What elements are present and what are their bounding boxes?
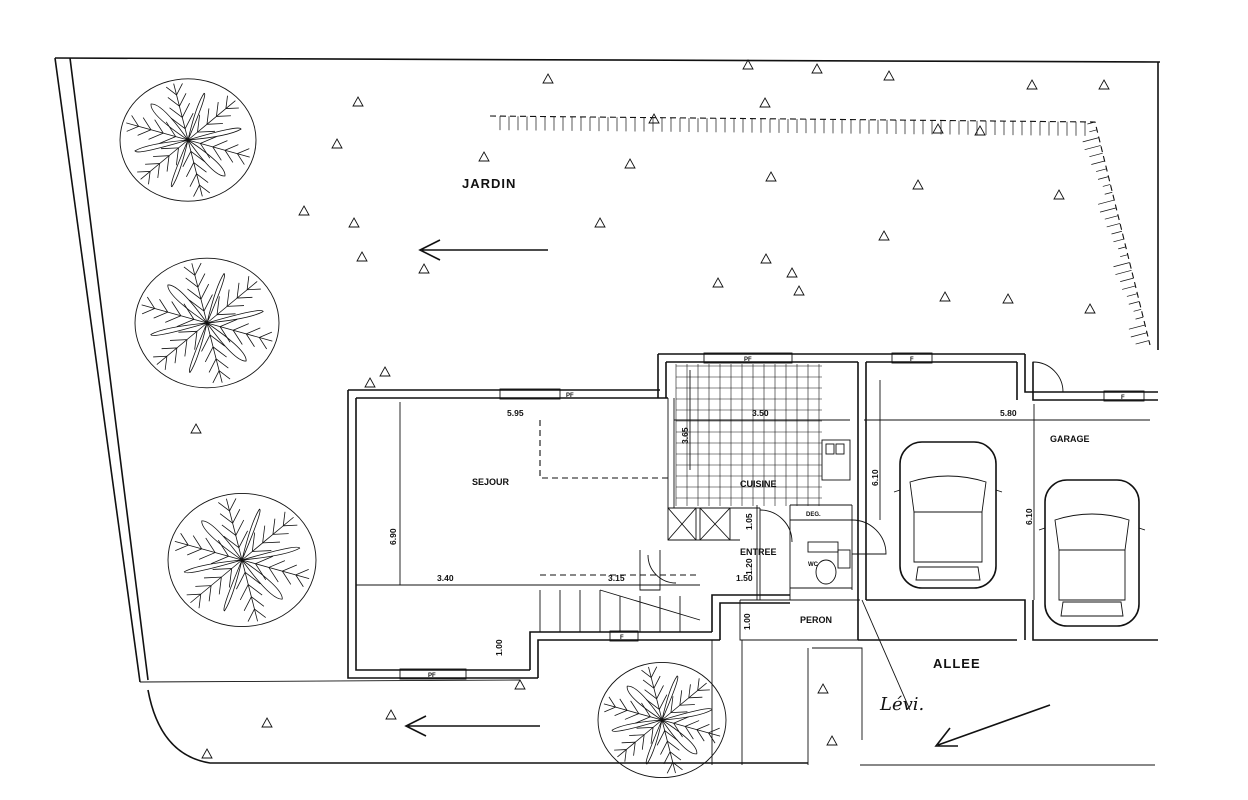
dim-entree-upper: 1.05: [744, 513, 754, 530]
window-mark-pf-bottom: PF: [428, 673, 436, 679]
dim-garage-depth-left: 6.10: [870, 469, 880, 486]
tree-4: [597, 661, 727, 779]
label-allee: ALLEE: [933, 656, 981, 671]
tree-3: [167, 492, 317, 628]
label-entree: ENTREE: [740, 547, 777, 557]
tree-1: [119, 78, 257, 202]
garden-stone-symbols: [190, 59, 1110, 759]
dim-garage-width: 5.80: [1000, 408, 1017, 418]
dim-sejour-lower: 3.40: [437, 573, 454, 583]
dimension-lines: [356, 370, 1150, 600]
window-mark-pf-cuisine: PF: [744, 357, 752, 363]
window-markers: [399, 352, 1145, 680]
signature: Lévi.: [879, 694, 924, 715]
car-right: [1038, 479, 1146, 627]
tree-2: [134, 257, 280, 389]
dim-entree-low: 1.50: [736, 573, 753, 583]
label-wc: WC: [808, 562, 819, 568]
label-cuisine: CUISINE: [740, 479, 777, 489]
staircase: [539, 550, 701, 632]
dim-sejour-step: 1.00: [494, 639, 504, 656]
window-mark-pf-sejour: PF: [566, 393, 574, 399]
dim-entree-mid: 1.20: [744, 558, 754, 575]
door-swings: [647, 361, 1064, 584]
dim-garage-depth-right: 6.10: [1024, 508, 1034, 525]
house-walls: [347, 353, 1158, 765]
kitchen-fixtures: [667, 439, 851, 541]
kitchen-tile-grid: [675, 364, 822, 506]
dim-peron-depth: 1.00: [742, 613, 752, 630]
label-deg: DEG.: [806, 512, 821, 518]
label-sejour: SEJOUR: [472, 477, 510, 487]
window-mark-f-garage: F: [910, 357, 914, 363]
dim-cuisine-depth: 3.65: [680, 427, 690, 444]
dim-stair-width: 3.15: [608, 573, 625, 583]
arrow-allee: [934, 704, 1051, 747]
dim-sejour-width: 5.95: [507, 408, 524, 418]
wc-fixtures: [807, 541, 851, 585]
arrow-lower-left: [404, 715, 540, 737]
plot-boundary: [54, 57, 1161, 766]
window-mark-f-stair: F: [620, 635, 624, 641]
dim-sejour-depth: 6.90: [388, 528, 398, 545]
car-left: [893, 441, 1003, 589]
arrow-garden: [418, 239, 548, 261]
embankment-hatching: [489, 115, 1151, 346]
label-garage: GARAGE: [1050, 434, 1090, 444]
dim-cuisine-width: 3.50: [752, 408, 769, 418]
label-jardin: JARDIN: [462, 176, 516, 191]
label-peron: PERON: [800, 615, 832, 625]
window-mark-f-garage-right: F: [1121, 395, 1125, 401]
